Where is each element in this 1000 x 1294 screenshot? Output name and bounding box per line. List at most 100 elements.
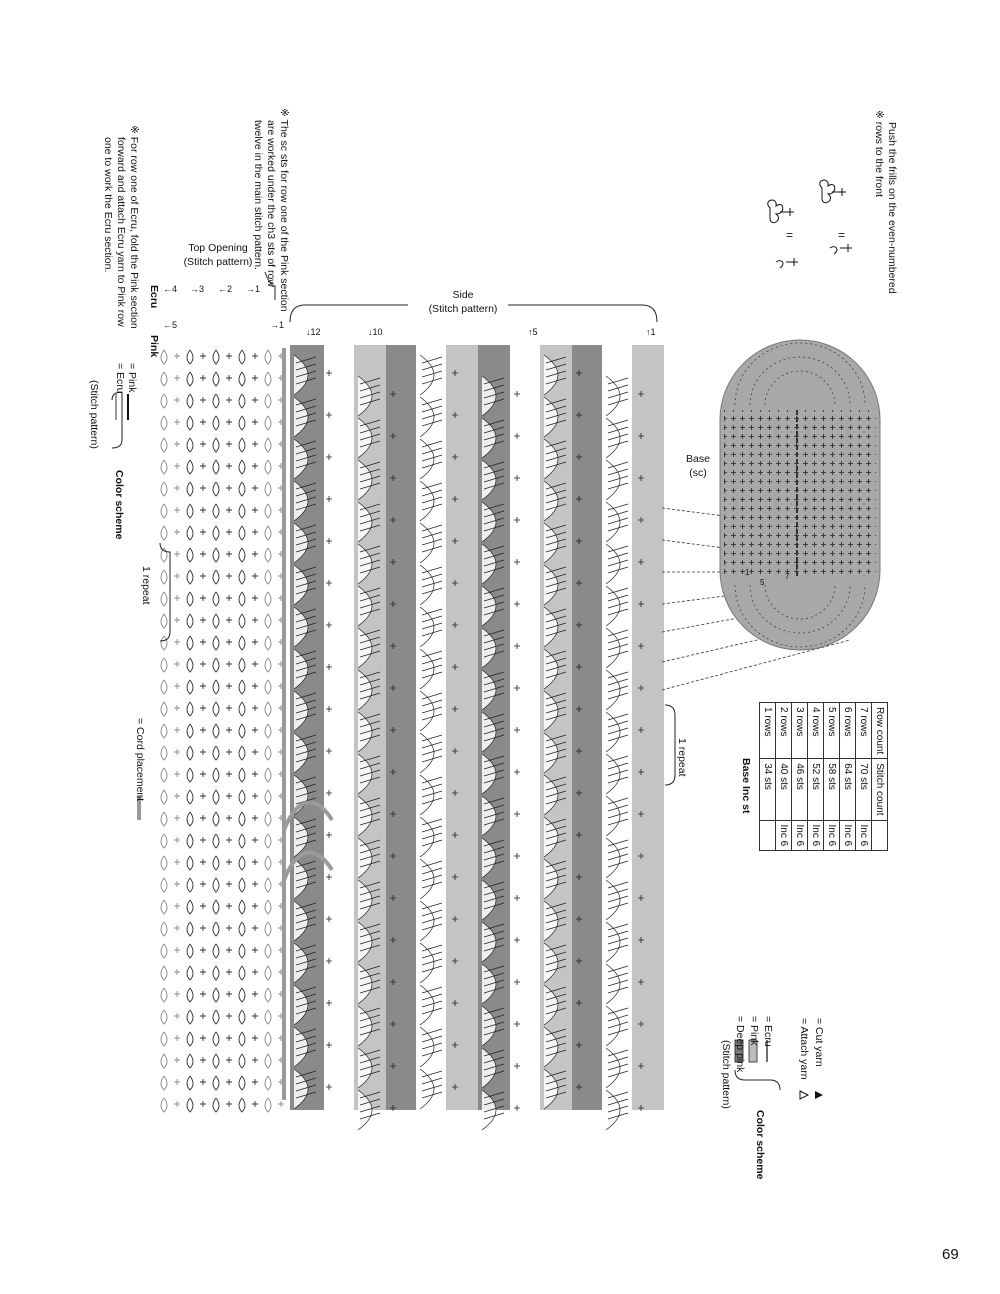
top-stitch	[264, 503, 284, 519]
side-dc-stitch	[421, 440, 443, 448]
top-stitch	[238, 965, 258, 981]
base-table-cell: Inc 6	[791, 820, 808, 851]
side-dc-stitch	[359, 923, 381, 931]
top-stitch	[264, 371, 284, 387]
top-stitch	[186, 525, 206, 541]
side-shell	[481, 459, 497, 501]
side-dc-stitch	[607, 727, 629, 735]
base-table-cell: 2 rows	[775, 702, 792, 759]
side-dc-stitch	[421, 370, 443, 378]
top-stitch	[160, 569, 180, 585]
side-shell	[357, 753, 373, 795]
side-dc-stitch	[607, 1049, 629, 1057]
side-dc-stitch	[295, 671, 317, 679]
side-dc-stitch	[359, 391, 381, 399]
top-stitch	[238, 1031, 258, 1047]
side-sc-stitch	[390, 811, 396, 817]
side-dc-stitch	[295, 741, 317, 749]
top-stitch	[264, 1075, 284, 1091]
side-dc-stitch	[483, 692, 505, 700]
frill-icon-1	[767, 199, 784, 224]
side-dc-stitch	[483, 1021, 505, 1029]
top-stitch	[238, 877, 258, 893]
side-shell	[293, 564, 309, 606]
side-dc-stitch	[607, 979, 629, 987]
top-stitch	[186, 987, 206, 1003]
side-dc-stitch	[295, 363, 317, 371]
side-shell	[293, 984, 309, 1026]
color-scheme-top-heading: Color scheme	[113, 470, 125, 540]
side-dc-stitch	[359, 1112, 381, 1120]
frill-equals-2: =	[838, 228, 846, 242]
side-shell	[543, 732, 559, 774]
side-dc-stitch	[359, 1070, 381, 1078]
side-dc-stitch	[483, 713, 505, 721]
side-dc-stitch	[483, 1007, 505, 1015]
top-stitch	[238, 569, 258, 585]
top-stitch	[264, 833, 284, 849]
side-dc-stitch	[545, 363, 567, 371]
top-stitch	[264, 1053, 284, 1069]
top-stitch	[160, 349, 180, 365]
side-dc-stitch	[483, 510, 505, 518]
side-dc-stitch	[359, 566, 381, 574]
side-dc-stitch	[295, 1070, 317, 1078]
side-dc-stitch	[421, 1000, 443, 1008]
side-sc-stitch	[326, 664, 332, 670]
side-dc-stitch	[421, 405, 443, 413]
side-sc-stitch	[514, 811, 520, 817]
top-stitch	[160, 723, 180, 739]
side-dc-stitch	[421, 356, 443, 364]
side-dc-stitch	[295, 615, 317, 623]
ecru-row-2: ←2	[218, 284, 233, 294]
side-shell	[605, 753, 621, 795]
base-table-header-row: Row count Stitch count	[871, 702, 888, 851]
cut-yarn-icon	[815, 1091, 823, 1099]
side-dc-stitch	[295, 629, 317, 637]
side-sc-stitch	[638, 727, 644, 733]
note-ecru-fold-line-3: one to work the Ecru section.	[102, 137, 114, 273]
base-title: Base	[686, 453, 710, 465]
side-shell	[605, 669, 621, 711]
top-stitch	[212, 393, 232, 409]
side-dc-stitch	[607, 818, 629, 826]
top-stitch	[160, 635, 180, 651]
side-dc-stitch	[545, 356, 567, 364]
side-shell	[419, 354, 435, 396]
side-dc-stitch	[421, 629, 443, 637]
side-shell	[357, 459, 373, 501]
side-sc-stitch	[326, 748, 332, 754]
side-title: Side	[452, 289, 474, 301]
side-dc-stitch	[607, 762, 629, 770]
side-dc-stitch	[295, 405, 317, 413]
side-dc-stitch	[295, 496, 317, 504]
side-dc-stitch	[545, 496, 567, 504]
side-dc-stitch	[421, 412, 443, 420]
top-stitch	[160, 437, 180, 453]
side-sc-stitch	[514, 979, 520, 985]
side-dc-stitch	[421, 461, 443, 469]
top-opening-title: Top Opening	[188, 242, 248, 254]
top-stitch	[160, 855, 180, 871]
note-mark-1: ※	[128, 125, 140, 134]
side-sc-stitch	[514, 685, 520, 691]
side-dc-stitch	[483, 895, 505, 903]
side-dc-stitch	[607, 881, 629, 889]
side-sc-stitch	[452, 1000, 458, 1006]
top-stitch	[238, 613, 258, 629]
side-dc-stitch	[421, 657, 443, 665]
side-shell	[543, 690, 559, 732]
side-shell	[293, 522, 309, 564]
side-shell	[357, 1047, 373, 1089]
color-scheme-top-swatches	[111, 391, 129, 449]
side-dc-stitch	[359, 1007, 381, 1015]
top-stitch	[160, 459, 180, 475]
side-sc-stitch	[514, 643, 520, 649]
side-dc-stitch	[607, 853, 629, 861]
side-dc-stitch	[295, 881, 317, 889]
side-dc-stitch	[483, 860, 505, 868]
side-dc-stitch	[545, 944, 567, 952]
